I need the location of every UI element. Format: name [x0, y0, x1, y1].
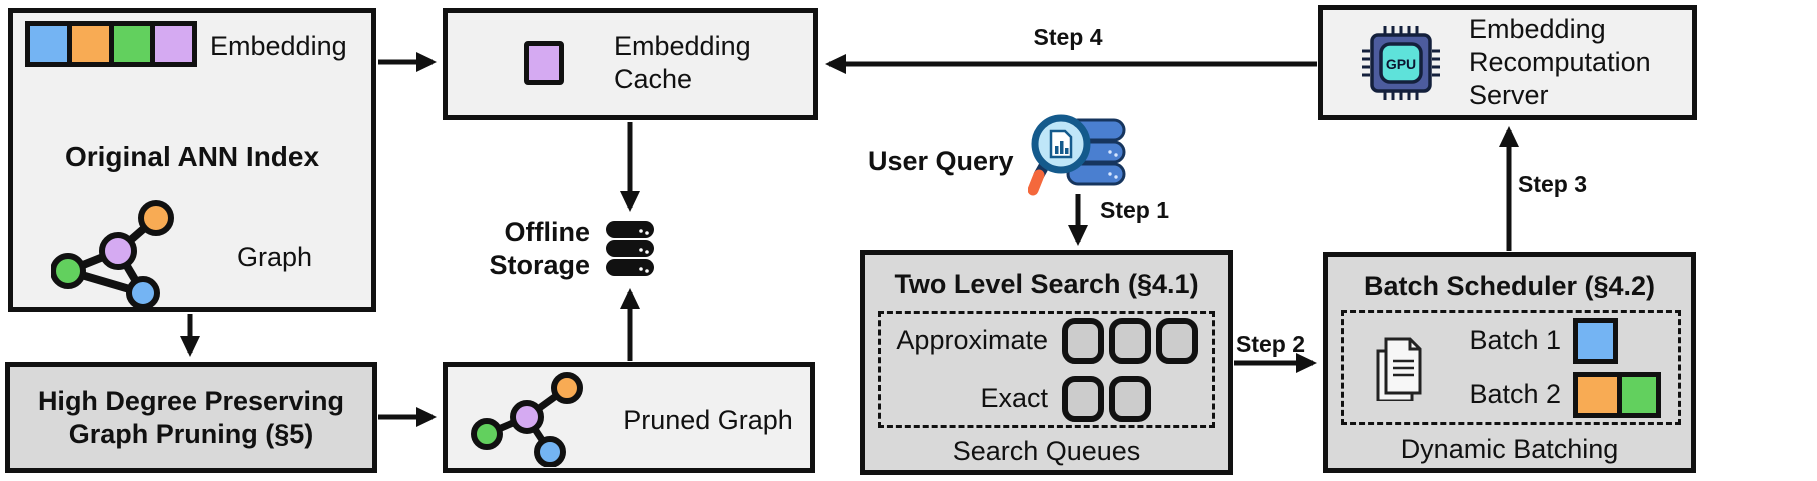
- search-queues-label: Search Queues: [952, 436, 1141, 466]
- dynamic-batching-panel: Batch 1 Batch 2: [1341, 310, 1681, 425]
- batch2-label: Batch 2: [1469, 379, 1561, 409]
- exact-queue-slots: [1062, 375, 1212, 422]
- batch2-green-square: [1617, 376, 1656, 413]
- batch-scheduler-box: Batch Scheduler (§4.2) Batch 1 Batch 2: [1323, 252, 1696, 473]
- embedding-cell-purple: [150, 26, 192, 62]
- dynamic-batching-label: Dynamic Batching: [1400, 434, 1619, 464]
- pruned-graph-label: Pruned Graph: [623, 405, 793, 435]
- embedding-cache-label: Embedding Cache: [614, 31, 751, 94]
- offline-storage-label: Offline Storage: [489, 217, 590, 280]
- queue-slot: [1062, 317, 1104, 364]
- exact-label: Exact: [980, 383, 1048, 413]
- recomputation-server-label: Embedding Recomputation Server: [1469, 14, 1651, 110]
- embedding-label: Embedding: [210, 31, 347, 61]
- step3-label: Step 3: [1518, 171, 1588, 197]
- step4-label: Step 4: [1033, 24, 1103, 50]
- graph-pruning-box: High Degree Preserving Graph Pruning (§5…: [5, 362, 377, 473]
- embedding-cache-box: Embedding Cache: [443, 8, 818, 120]
- exact-queue-row: Exact: [881, 373, 1212, 425]
- batch1-blue-square: [1573, 317, 1618, 364]
- user-query-label: User Query: [868, 146, 1014, 176]
- queue-slot: [1109, 317, 1151, 364]
- embedding-cell-blue: [30, 26, 67, 62]
- embedding-cell-orange: [66, 26, 109, 62]
- batch1-row: Batch 1: [1430, 317, 1678, 364]
- pruned-graph-box: Pruned Graph: [443, 362, 815, 473]
- ann-index-title: Original ANN Index: [64, 141, 320, 172]
- queue-slot: [1156, 317, 1198, 364]
- batch2-squares: [1573, 371, 1661, 418]
- two-level-search-box: Two Level Search (§4.1) Approximate Exac…: [860, 250, 1233, 475]
- batch1-label: Batch 1: [1469, 325, 1561, 355]
- embedding-vector-icon: [25, 21, 197, 67]
- queue-slot: [1062, 375, 1104, 422]
- step2-label: Step 2: [1236, 331, 1306, 357]
- cached-embedding-icon: [524, 41, 564, 85]
- two-level-search-title: Two Level Search (§4.1): [894, 269, 1199, 299]
- documents-icon: [1376, 337, 1422, 401]
- original-ann-index-box: Embedding Original ANN Index Graph: [8, 8, 376, 312]
- batch2-row: Batch 2: [1430, 371, 1678, 418]
- user-query-icon: [1028, 114, 1126, 196]
- batch-scheduler-title: Batch Scheduler (§4.2): [1363, 271, 1656, 301]
- search-queues-panel: Approximate Exact: [878, 311, 1215, 428]
- gpu-chip-icon: GPU: [1362, 25, 1440, 100]
- offline-storage-database-icon: [606, 221, 654, 276]
- step1-label: Step 1: [1100, 197, 1170, 223]
- pruned-graph-icon: [471, 372, 583, 467]
- gpu-chip-label: GPU: [1386, 56, 1416, 72]
- graph-icon: [51, 200, 174, 310]
- approximate-queue-slots: [1062, 317, 1212, 364]
- graph-pruning-label: High Degree Preserving Graph Pruning (§5…: [37, 385, 345, 449]
- approximate-label: Approximate: [896, 325, 1048, 355]
- embedding-cell-green: [108, 26, 151, 62]
- recomputation-server-box: GPU Embedding Recomputation Server: [1318, 5, 1697, 120]
- graph-label: Graph: [237, 242, 313, 272]
- queue-slot: [1109, 375, 1151, 422]
- approximate-queue-row: Approximate: [881, 315, 1212, 367]
- batch2-orange-square: [1578, 376, 1617, 413]
